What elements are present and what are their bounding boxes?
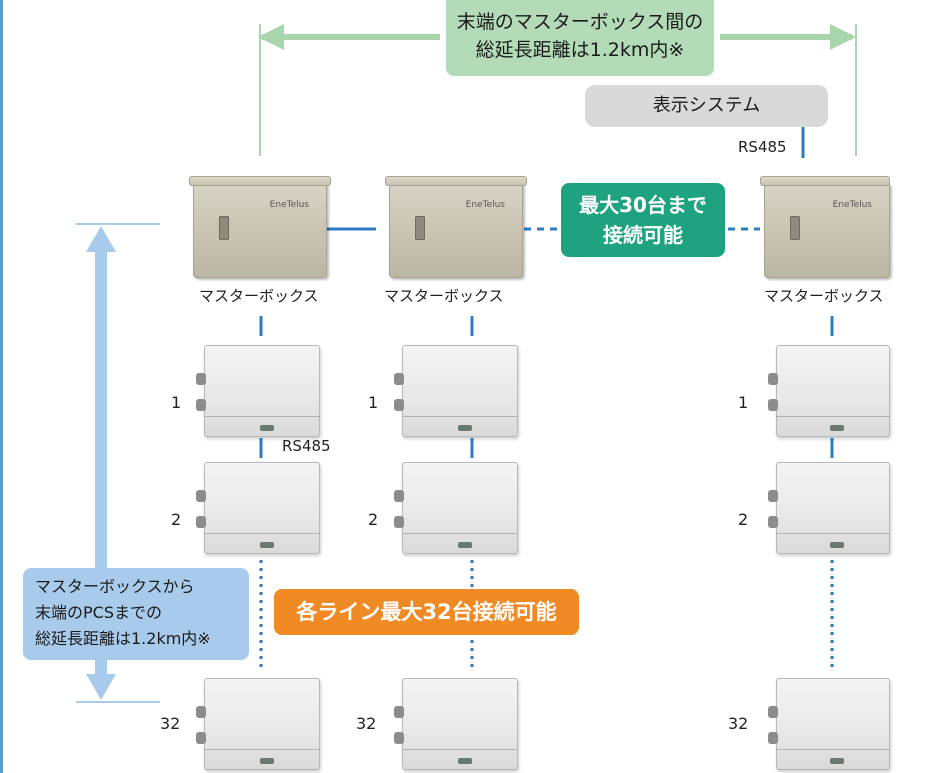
master-box-2: EneTelus — [385, 176, 527, 278]
total-distance-line1: 末端のマスターボックス間の — [456, 11, 704, 33]
blue-arrow-top-head — [86, 226, 116, 252]
total-distance-line2: 総延長距離は1.2km内※ — [475, 39, 685, 61]
pcs-distance-line2: 末端のPCSまでの — [35, 603, 162, 622]
master-box-brand: EneTelus — [269, 200, 309, 210]
pcs-number-col1-32: 32 — [160, 714, 181, 733]
master-label-1: マスターボックス — [199, 287, 319, 305]
pcs-number-col1-1: 1 — [171, 393, 182, 412]
master-box-1: EneTelus — [189, 176, 331, 278]
pcs-number-col3-2: 2 — [738, 510, 749, 529]
total-distance-callout: 末端のマスターボックス間の 総延長距離は1.2km内※ — [446, 0, 714, 76]
pcs-box-col2-32 — [394, 678, 518, 770]
pcs-number-col2-2: 2 — [368, 510, 379, 529]
pcs-number-col3-32: 32 — [728, 714, 749, 733]
pcs-box-col2-2 — [394, 462, 518, 554]
pcs-box-col3-2 — [768, 462, 890, 554]
page-left-border — [0, 0, 3, 773]
pcs-box-col1-32 — [196, 678, 320, 770]
pcs-box-col1-1 — [196, 345, 320, 437]
pcs-distance-line3: 総延長距離は1.2km内※ — [35, 629, 211, 648]
master-box-brand: EneTelus — [465, 200, 505, 210]
master-label-2: マスターボックス — [384, 287, 504, 305]
rs485-mid-label: RS485 — [282, 437, 331, 455]
pcs-number-col3-1: 1 — [738, 393, 749, 412]
pcs-distance-line1: マスターボックスから — [35, 577, 195, 596]
pcs-max-callout: 各ライン最大32台接続可能 — [274, 589, 579, 635]
pcs-box-col2-1 — [394, 345, 518, 437]
pcs-box-col3-1 — [768, 345, 890, 437]
green-arrow-left-head — [258, 24, 284, 50]
master-box-3: EneTelus — [760, 176, 890, 278]
pcs-number-col2-1: 1 — [368, 393, 379, 412]
pcs-number-col1-2: 2 — [171, 510, 182, 529]
pcs-distance-callout: マスターボックスから 末端のPCSまでの 総延長距離は1.2km内※ — [23, 568, 249, 660]
pcs-number-col2-32: 32 — [356, 714, 377, 733]
master-max-line2: 接続可能 — [603, 223, 683, 247]
pcs-box-col3-32 — [768, 678, 890, 770]
master-max-callout: 最大30台まで 接続可能 — [561, 183, 725, 257]
display-system-box: 表示システム — [585, 85, 828, 127]
master-box-brand: EneTelus — [832, 200, 872, 210]
green-arrow-right-head — [830, 24, 856, 50]
rs485-top-label: RS485 — [738, 138, 787, 156]
master-max-line1: 最大30台まで — [579, 193, 707, 217]
blue-arrow-bottom-head — [86, 674, 116, 700]
pcs-box-col1-2 — [196, 462, 320, 554]
master-label-3: マスターボックス — [764, 287, 884, 305]
